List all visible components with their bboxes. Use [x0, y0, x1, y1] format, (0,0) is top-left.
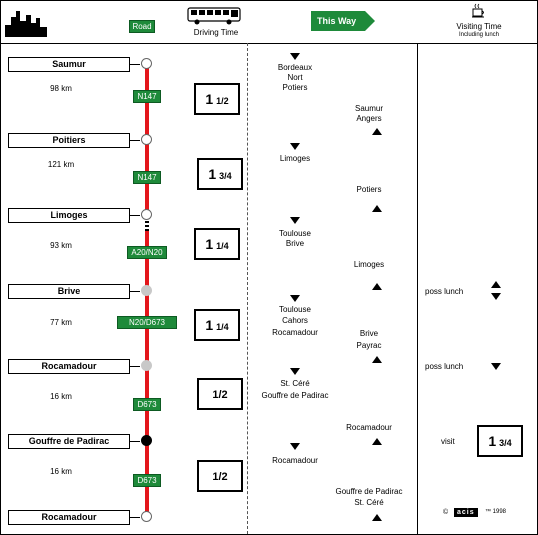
return-destination: St. Céré	[354, 498, 384, 507]
stop-label: Limoges	[8, 208, 130, 223]
leg-distance: 93 km	[50, 241, 72, 250]
leg-distance: 121 km	[47, 160, 75, 169]
this-way-destination: Gouffre de Padirac	[261, 391, 329, 400]
this-way-destination: Cahors	[282, 316, 308, 325]
return-destination: Rocamadour	[346, 423, 392, 432]
up-arrow-icon	[372, 438, 382, 445]
return-destination: Brive	[359, 329, 379, 338]
leg-distance: 16 km	[50, 467, 72, 476]
copyright-year: ™ 1998	[485, 509, 507, 515]
this-way-destination: Toulouse	[278, 305, 312, 314]
up-arrow-icon	[372, 128, 382, 135]
visiting-note: visit	[441, 437, 455, 446]
stop-node-lunch	[141, 360, 152, 371]
visiting-note: poss lunch	[425, 362, 464, 371]
motorway-section-marker	[145, 213, 149, 231]
down-arrow-icon	[491, 363, 501, 370]
stop-connector	[130, 517, 140, 518]
stop-node-open	[141, 58, 152, 69]
down-arrow-icon	[290, 295, 300, 302]
stop-node-open	[141, 511, 152, 522]
stop-connector	[130, 140, 140, 141]
stop-connector	[130, 441, 140, 442]
coffee-cup-icon	[472, 3, 484, 18]
down-arrow-icon	[290, 53, 300, 60]
down-arrow-icon	[290, 368, 300, 375]
up-arrow-icon	[372, 283, 382, 290]
this-way-destination: Rocamadour	[272, 328, 318, 337]
stop-node-open	[141, 134, 152, 145]
header-divider	[1, 43, 537, 44]
stop-connector	[130, 291, 140, 292]
stop-connector	[130, 366, 140, 367]
stop-label: Saumur	[8, 57, 130, 72]
stop-node-visit	[141, 435, 152, 446]
up-arrow-icon	[372, 514, 382, 521]
down-arrow-icon	[290, 217, 300, 224]
stop-label: Gouffre de Padirac	[8, 434, 130, 449]
this-way-arrow-tip	[365, 11, 375, 31]
stop-node-lunch	[141, 285, 152, 296]
bus-icon	[187, 7, 241, 25]
driving-time-box: 1/2	[197, 460, 243, 492]
leg-distance: 16 km	[50, 392, 72, 401]
visiting-time-header: Visiting Time	[456, 22, 502, 31]
copyright-symbol: ©	[443, 509, 449, 516]
leg-distance: 98 km	[50, 84, 72, 93]
return-destination: Limoges	[353, 260, 385, 269]
return-destination: Gouffre de Padirac	[335, 487, 403, 496]
down-arrow-icon	[491, 293, 501, 300]
leg-distance: 77 km	[50, 318, 72, 327]
stop-label: Rocamadour	[8, 510, 130, 525]
direction-divider	[247, 43, 248, 534]
visiting-column-divider	[417, 43, 418, 534]
return-destination: Potiers	[356, 185, 382, 194]
return-destination: Payrac	[356, 341, 382, 350]
acis-logo: acis	[454, 508, 478, 517]
this-way-destination: St. Céré	[280, 379, 310, 388]
stop-connector	[130, 215, 140, 216]
this-way-destination: Brive	[285, 239, 305, 248]
road-tag: N147	[133, 171, 161, 184]
road-header-tag: Road	[129, 20, 155, 33]
up-arrow-icon	[491, 281, 501, 288]
down-arrow-icon	[290, 443, 300, 450]
road-tag: N147	[133, 90, 161, 103]
up-arrow-icon	[372, 356, 382, 363]
road-tag: D673	[133, 398, 161, 411]
return-destination: Saumur	[354, 104, 383, 113]
this-way-destination: Toulouse	[278, 229, 312, 238]
this-way-destination: Bordeaux	[277, 63, 313, 72]
stop-connector	[130, 64, 140, 65]
this-way-arrow-label: This Way	[311, 11, 365, 31]
this-way-destination: Rocamadour	[272, 456, 318, 465]
stop-label: Poitiers	[8, 133, 130, 148]
city-skyline-icon	[5, 11, 47, 37]
including-lunch-note: Including lunch	[458, 32, 500, 38]
road-tag: D673	[133, 474, 161, 487]
stop-node-open	[141, 209, 152, 220]
stop-label: Rocamadour	[8, 359, 130, 374]
driving-time-header: Driving Time	[193, 28, 239, 37]
driving-time-box: 1/2	[197, 378, 243, 410]
this-way-destination: Potiers	[282, 83, 308, 92]
this-way-destination: Limoges	[279, 154, 311, 163]
up-arrow-icon	[372, 205, 382, 212]
return-destination: Angers	[356, 114, 382, 123]
road-tag: N20/D673	[117, 316, 177, 329]
this-way-destination: Nort	[287, 73, 303, 82]
stop-label: Brive	[8, 284, 130, 299]
down-arrow-icon	[290, 143, 300, 150]
visiting-note: poss lunch	[425, 287, 464, 296]
road-tag: A20/N20	[127, 246, 167, 259]
